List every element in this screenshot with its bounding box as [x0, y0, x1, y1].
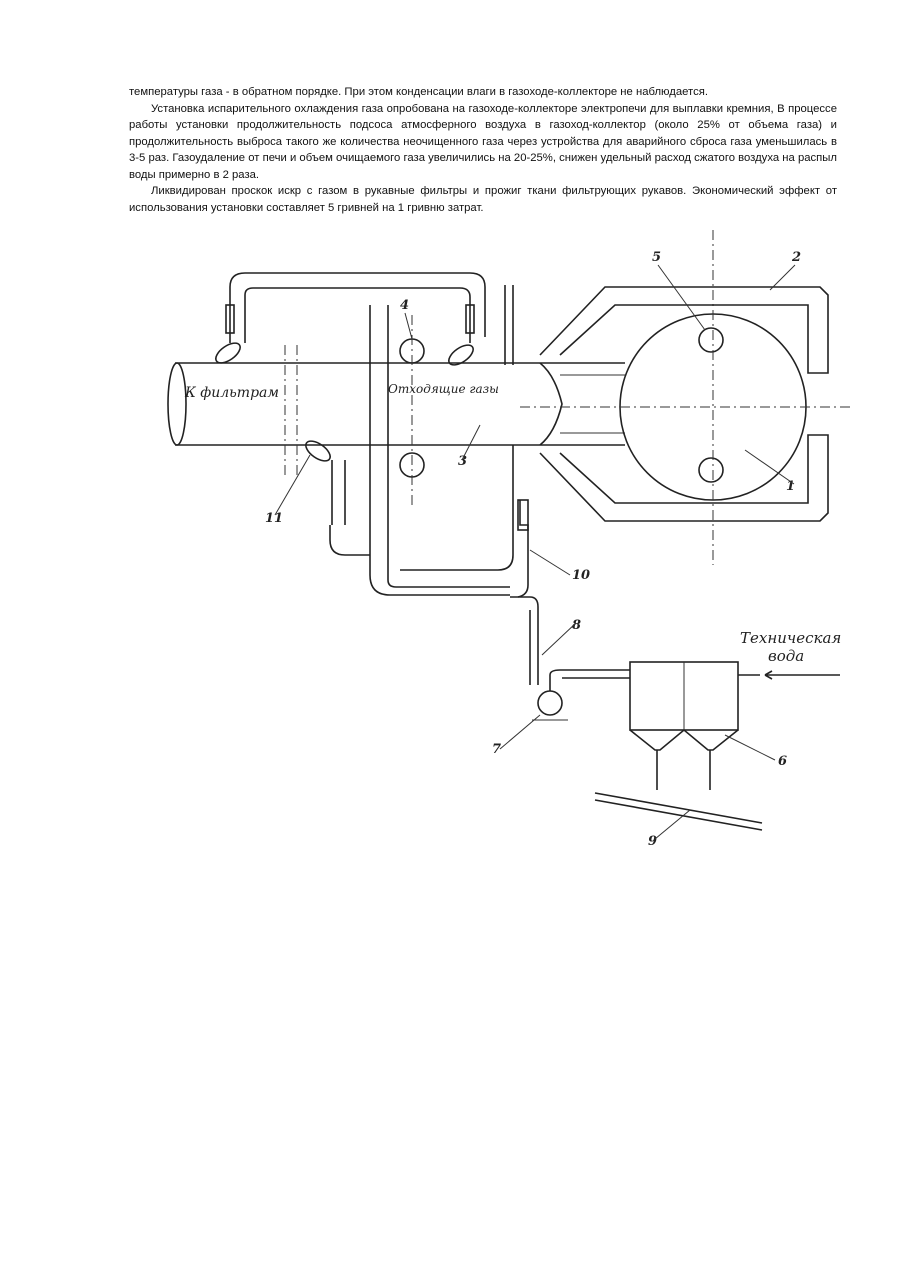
to-filter-label: К фильтрам — [184, 385, 279, 401]
tech-water-label-1: Техническая — [740, 629, 841, 647]
furnace — [520, 230, 850, 565]
gas-duct — [168, 363, 625, 445]
lower-nozzle — [303, 437, 370, 555]
callout-9: 9 — [648, 834, 657, 849]
paragraph-3: Ликвидирован проскок искр с газом в рука… — [129, 183, 837, 216]
technical-diagram: К фильтрам Отходящие газы Техническая во… — [150, 225, 870, 855]
callout-3: 3 — [458, 454, 467, 469]
callout-6: 6 — [778, 754, 787, 769]
callout-5: 5 — [652, 250, 661, 265]
callout-2: 2 — [791, 250, 801, 265]
pump-line — [510, 597, 630, 720]
hood — [540, 287, 828, 521]
callout-4: 4 — [400, 298, 409, 313]
paragraph-2: Установка испарительного охлаждения газа… — [129, 101, 837, 184]
upper-piping — [213, 273, 485, 369]
vertical-collector — [370, 285, 513, 595]
callout-11: 11 — [265, 511, 283, 526]
conveyor — [595, 793, 762, 830]
water-tanks — [630, 662, 840, 790]
callout-7: 7 — [492, 742, 501, 757]
exhaust-gases-label: Отходящие газы — [388, 382, 499, 396]
callout-10: 10 — [572, 568, 590, 583]
tech-water-label-2: вода — [768, 647, 804, 665]
body-text: температуры газа - в обратном порядке. П… — [129, 84, 837, 216]
injectors — [400, 315, 424, 505]
paragraph-1: температуры газа - в обратном порядке. П… — [129, 84, 837, 101]
pipe-10 — [518, 500, 528, 597]
